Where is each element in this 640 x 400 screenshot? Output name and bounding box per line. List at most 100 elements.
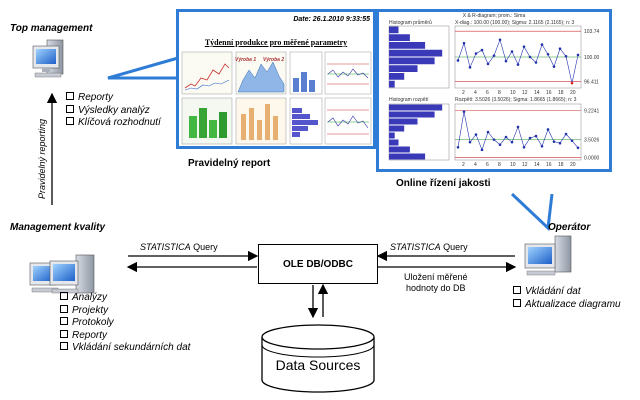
quality-management-list: Analýzy Projekty Protokoly Reporty Vklád…	[60, 292, 190, 355]
histogram-bar	[389, 65, 418, 72]
control-limit-label: 103.74	[584, 29, 600, 35]
spc-hist2-title: Histogram rozpětí	[389, 97, 429, 103]
control-point	[552, 65, 556, 68]
spc-caption: Online řízení jakosti	[396, 178, 491, 189]
top-management-title: Top management	[10, 23, 93, 34]
x-tick-label: 4	[474, 162, 477, 168]
spc-header: X & R-diagram; prom.: Sima	[462, 13, 526, 19]
histogram-bar	[389, 104, 443, 111]
control-limit-label: 9.2241	[584, 108, 600, 114]
list-item: Reporty	[60, 329, 190, 343]
x-tick-label: 8	[498, 90, 501, 96]
control-point	[522, 45, 526, 48]
report-callout: Date: 26.1.2010 9:33:55 Týdenní produkce…	[176, 9, 376, 149]
control-point	[510, 50, 514, 53]
operator-list: Vkládání dat Aktualizace diagramu	[513, 286, 621, 311]
control-limit-label: 100.00	[584, 55, 600, 61]
histogram-bar	[389, 57, 435, 65]
spc-hist1-title: Histogram průměrů	[389, 20, 432, 26]
x-tick-label: 12	[522, 162, 528, 168]
list-item: Protokoly	[60, 317, 190, 330]
control-point	[552, 140, 556, 143]
control-point	[570, 139, 574, 142]
report-sub2: Výroba 2	[263, 57, 285, 63]
histogram-bar	[389, 111, 435, 118]
operator-title: Operátor	[548, 222, 591, 233]
report-sub1: Výroba 1	[235, 57, 257, 63]
x-tick-label: 20	[570, 90, 576, 96]
x-tick-label: 4	[474, 90, 477, 96]
report-date: Date: 26.1.2010 9:33:55	[293, 16, 370, 23]
x-tick-label: 8	[498, 162, 501, 168]
control-point	[558, 141, 562, 145]
control-point	[504, 59, 508, 63]
report-title: Týdenní produkce pro měřené parametry	[204, 38, 348, 47]
operator-computer-icon	[524, 235, 572, 276]
x-tick-label: 20	[570, 162, 576, 168]
control-point	[468, 66, 472, 69]
top-management-list: Reporty Výsledky analýz Klíčová rozhodnu…	[66, 92, 161, 130]
control-limit-label: 96.411	[584, 80, 599, 86]
control-point	[480, 48, 484, 52]
control-point	[528, 55, 532, 59]
list-item: Vkládání sekundárních dat	[60, 342, 190, 355]
list-item: Výsledky analýz	[66, 104, 161, 118]
x-tick-label: 6	[486, 162, 489, 168]
control-point	[474, 133, 478, 136]
control-point	[546, 52, 550, 56]
control-point	[558, 47, 562, 51]
control-point	[492, 54, 496, 57]
control-point	[534, 61, 538, 64]
control-point	[468, 140, 472, 144]
control-point	[456, 59, 460, 62]
x-tick-label: 2	[462, 90, 465, 96]
spc-callout: X & R-diagram; prom.: Sima Histogram prů…	[376, 9, 612, 172]
histogram-bar	[389, 146, 410, 153]
x-tick-label: 18	[558, 90, 564, 96]
histogram-bar	[389, 42, 426, 49]
control-point	[492, 138, 496, 141]
control-point	[576, 53, 580, 57]
list-item: Reporty	[66, 92, 161, 105]
histogram-bar	[389, 125, 405, 132]
control-point	[576, 146, 580, 150]
spc-callout-pointer	[510, 192, 554, 232]
list-item: Klíčová rozhodnutí	[66, 117, 161, 130]
x-tick-label: 10	[510, 90, 516, 96]
x-tick-label: 2	[462, 162, 465, 168]
control-point	[498, 38, 502, 42]
control-point	[516, 125, 520, 129]
control-point	[462, 41, 466, 45]
control-point	[534, 134, 538, 138]
control-point	[510, 140, 514, 144]
list-item: Aktualizace diagramu	[513, 298, 621, 312]
x-tick-label: 6	[486, 90, 489, 96]
control-point	[474, 52, 478, 55]
control-limit-label: 0.0000	[584, 155, 600, 161]
control-point	[540, 144, 544, 148]
histogram-bar	[389, 34, 410, 41]
spc-info2: Rozpětí: 3.5026 (3.5026); Sigma: 1.8665 …	[455, 97, 577, 103]
histogram-bar	[389, 153, 426, 160]
control-point	[504, 135, 508, 139]
control-frame	[454, 103, 582, 161]
control-point	[486, 130, 490, 134]
ole-db-box: OLE DB/ODBC	[258, 244, 378, 284]
control-point	[570, 81, 574, 85]
control-point	[498, 143, 502, 147]
control-point	[546, 128, 550, 131]
control-point	[516, 63, 520, 66]
data-sources-label: Data Sources	[275, 357, 361, 373]
x-tick-label: 12	[522, 90, 528, 96]
spc-info1: X-diag.: 100.00 (100.00); Sigma: 2.1165 …	[455, 20, 575, 26]
x-tick-label: 14	[534, 90, 540, 96]
right-query-label: STATISTICA Query	[390, 242, 468, 252]
control-point	[540, 43, 544, 46]
histogram-bar	[389, 139, 399, 146]
control-point	[564, 55, 568, 58]
control-point	[486, 62, 490, 66]
quality-computer-icon	[29, 254, 95, 294]
reporting-label: Pravidelný reporting	[37, 118, 47, 199]
histogram-bar	[389, 132, 395, 139]
